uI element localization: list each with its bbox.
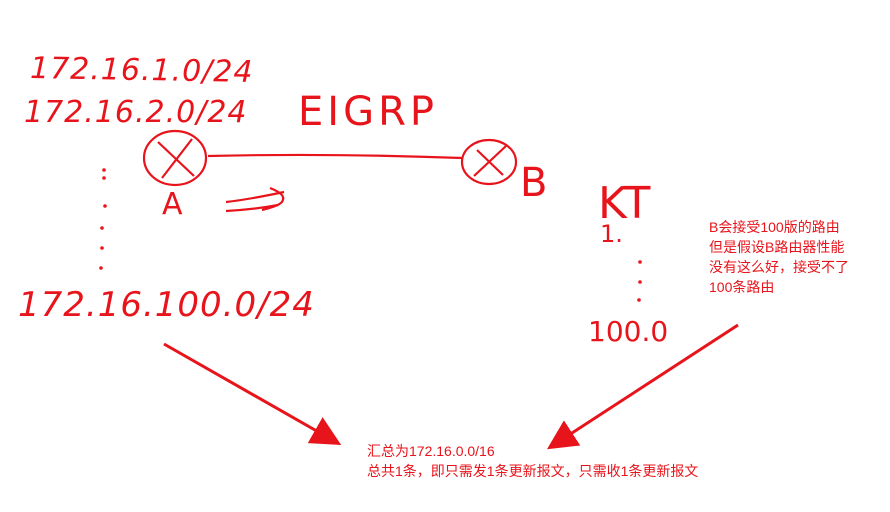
route-label-first: 172.16.1.0/24 — [29, 51, 254, 90]
note-line: 汇总为172.16.0.0/16 — [367, 443, 495, 459]
route-label-last: 172.16.100.0/24 — [18, 285, 315, 325]
arrow-left-to-summary — [163, 342, 342, 445]
note-line: 但是假设B路由器性能 — [709, 239, 845, 255]
kt-first-entry: 1. — [600, 220, 623, 248]
router-a-symbol — [142, 129, 208, 187]
kt-last-entry: 100.0 — [588, 315, 669, 348]
route-label-second: 172.16.2.0/24 — [24, 95, 248, 130]
left-ellipsis-dots — [99, 168, 107, 270]
link-a-b — [207, 153, 463, 160]
right-ellipsis-dots — [637, 260, 642, 302]
note-line: B会接受100版的路由 — [709, 219, 840, 235]
note-line: 没有这么好，接受不了 — [709, 259, 849, 275]
router-a-label: A — [162, 187, 183, 222]
summarization-note: 汇总为172.16.0.0/16 总共1条，即只需发1条更新报文，只需收1条更新… — [367, 441, 698, 481]
double-arrow-icon — [225, 186, 285, 213]
arrow-note-to-summary — [546, 323, 739, 450]
note-line: 总共1条，即只需发1条更新报文，只需收1条更新报文 — [367, 463, 699, 479]
router-b-capacity-note: B会接受100版的路由 但是假设B路由器性能 没有这么好，接受不了 100条路由 — [709, 217, 849, 297]
protocol-label: EIGRP — [298, 89, 438, 135]
router-b-label: B — [520, 160, 548, 206]
router-b-symbol — [460, 138, 518, 186]
kt-label: KT — [598, 178, 651, 229]
note-line: 100条路由 — [709, 279, 775, 295]
